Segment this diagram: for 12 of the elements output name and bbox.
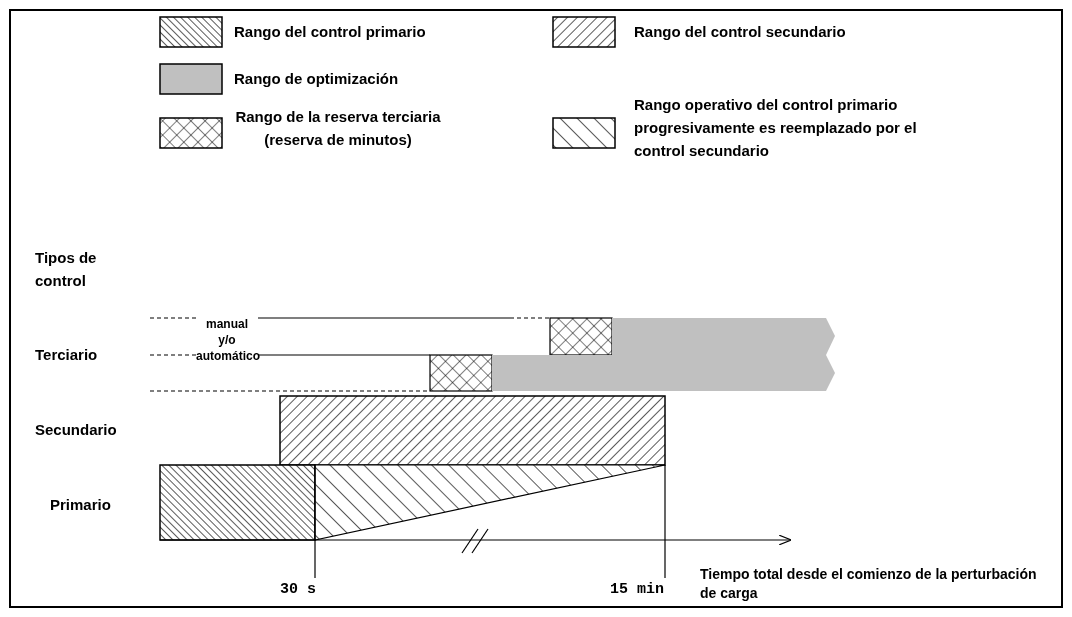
axis-title: Tipos de control (35, 248, 98, 291)
legend-text: Rango operativo del control primario progresivamente es reemplazado por el control secundario (634, 95, 918, 161)
tick-label: 15 min (610, 580, 665, 600)
legend-text: Rango del control primario (234, 22, 427, 42)
legend-text: Rango del control secundario (634, 22, 847, 42)
row-label: Secundario (35, 420, 118, 440)
row-label: Terciario (35, 345, 99, 365)
axis-label: Tiempo total desde el comienzo de la perturbación de carga (700, 565, 1038, 603)
legend-text: Rango de optimización (234, 69, 400, 89)
legend-text: Rango de la reserva terciaria (reserva de minutos) (234, 107, 442, 150)
tick-label: 30 s (280, 580, 317, 600)
row-label: Primario (50, 495, 112, 515)
